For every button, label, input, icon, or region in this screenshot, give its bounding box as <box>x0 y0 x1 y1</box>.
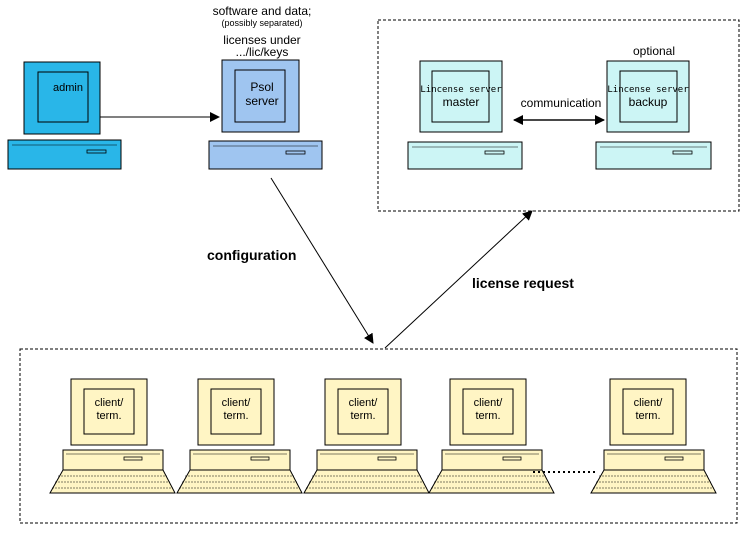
client-label-line1: client/ <box>474 397 504 409</box>
client-label-line2: term. <box>96 410 121 422</box>
admin-computer-icon: admin <box>7 61 122 170</box>
client-computer-icon: client/ term. <box>303 378 430 494</box>
license-request-label: license request <box>472 275 574 291</box>
clients-group-box <box>19 348 738 524</box>
admin-label: admin <box>53 82 83 94</box>
clients-layer: client/ term. client/ term. client/ term… <box>49 378 717 494</box>
client-label-line2: term. <box>223 410 248 422</box>
client-label-line1: client/ <box>95 397 125 409</box>
software-note-line2: (possibly separated) <box>221 18 302 28</box>
client-label-line2: term. <box>350 410 375 422</box>
software-note-line1: software and data; <box>213 4 312 18</box>
client-computer-icon: client/ term. <box>49 378 176 494</box>
client-label-line2: term. <box>635 410 660 422</box>
optional-label: optional <box>633 44 675 58</box>
client-computer-icon: client/ term. <box>590 378 717 494</box>
license-master-computer-icon: Lincense server master <box>407 60 523 170</box>
licenses-note-line1: licenses under <box>223 33 300 47</box>
license-request-arrow <box>384 210 533 349</box>
backup-label-line1: Lincense server <box>607 85 689 95</box>
configuration-arrow <box>270 177 374 344</box>
client-label-line2: term. <box>475 410 500 422</box>
psol-label-line1: Psol <box>250 80 273 94</box>
client-label-line1: client/ <box>349 397 379 409</box>
psol-server-computer-icon: Psol server <box>208 59 323 170</box>
client-computer-icon: client/ term. <box>428 378 555 494</box>
psol-label-line2: server <box>245 94 278 108</box>
client-computer-icon: client/ term. <box>176 378 303 494</box>
licenses-note-line2: .../lic/keys <box>236 45 289 59</box>
license-backup-computer-icon: Lincense server backup <box>595 60 712 170</box>
license-server-group-box <box>377 19 740 212</box>
master-label-line2: master <box>443 95 480 109</box>
client-label-line1: client/ <box>634 397 664 409</box>
client-label-line1: client/ <box>222 397 252 409</box>
master-label-line1: Lincense server <box>420 85 502 95</box>
configuration-label: configuration <box>207 247 296 263</box>
communication-label: communication <box>521 96 602 110</box>
backup-label-line2: backup <box>629 95 668 109</box>
